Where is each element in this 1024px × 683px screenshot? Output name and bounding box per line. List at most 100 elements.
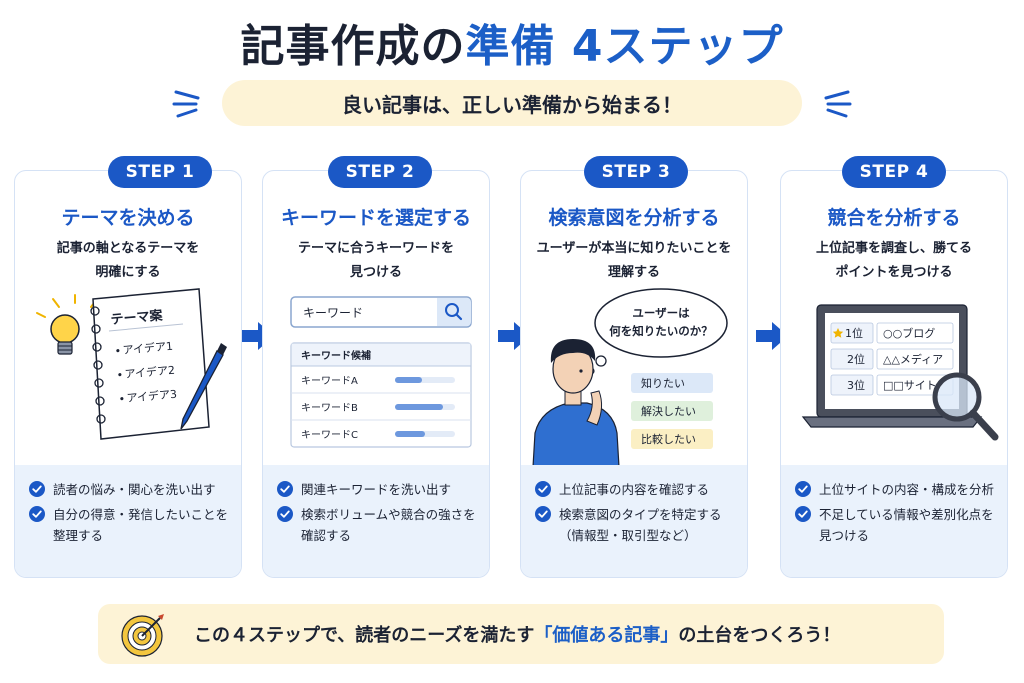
title-accent: 準備 4ステップ (465, 21, 784, 72)
person-thinking-icon (532, 339, 620, 467)
bubble-line: 何を知りたいのか？ (609, 324, 713, 338)
step-3-title: 検索意図を分析する (548, 207, 720, 229)
star-icon (832, 328, 844, 338)
intent-tag: 比較したい (641, 432, 696, 446)
rank-label: 2位 (847, 352, 865, 366)
check-item: 自分の得意・発信したいことを整理する (29, 504, 229, 546)
step-4-title: 競合を分析する (827, 207, 961, 229)
check-text: 上位記事の内容を確認する (559, 482, 710, 497)
check-text-line: 確認する (301, 528, 352, 543)
subtitle-banner: 良い記事は、正しい準備から始まる！ (222, 80, 802, 126)
bubble-line: ユーザーは (632, 306, 690, 320)
magnifier-icon (932, 372, 999, 441)
check-circle-icon (795, 506, 811, 522)
rank-site: □□サイト (883, 379, 937, 392)
step-2-card: キーワードを選定する テーマに合うキーワードを 見つける キーワード キーワード… (262, 170, 490, 578)
check-circle-icon (535, 506, 551, 522)
keyword-row-label: キーワードB (301, 403, 358, 414)
search-icon (445, 303, 463, 321)
step-2-title: キーワードを選定する (280, 207, 471, 229)
check-item: 関連キーワードを洗い出す (277, 479, 477, 500)
check-text: 検索意図のタイプを特定する （情報型・取引型など） (559, 504, 722, 546)
rank-label: 1位 (845, 326, 863, 340)
keyword-table: キーワード候補 キーワードA キーワードB キーワードC (290, 342, 472, 448)
step-1-badge: STEP 1 (108, 156, 212, 188)
step-2-badge: STEP 2 (328, 156, 432, 188)
rank-site: △△メディア (883, 352, 943, 366)
check-item: 不足している情報や差別化点を見つける (795, 504, 995, 546)
notebook-illustration: テーマ案 • アイデア1 • アイデア2 • アイデア3 (36, 288, 227, 440)
svg-text:•: • (116, 368, 124, 382)
table-header: キーワード候補 (301, 349, 371, 362)
check-text-line: 検索ボリュームや競合の強さを (301, 507, 476, 522)
check-item: 上位記事の内容を確認する (535, 479, 735, 500)
svg-text:•: • (114, 344, 122, 358)
check-text-line: 自分の得意・発信したいことを (53, 507, 229, 522)
intent-tags: 知りたい 解決したい 比較したい (631, 373, 713, 449)
step-2-desc-line: 見つける (349, 265, 402, 280)
notebook: テーマ案 • アイデア1 • アイデア2 • アイデア3 (90, 288, 210, 440)
step-3-desc: ユーザーが本当に知りたいことを 理解する (521, 237, 747, 285)
check-item: 検索意図のタイプを特定する （情報型・取引型など） (535, 504, 735, 546)
check-circle-icon (277, 506, 293, 522)
page-title: 記事作成の準備 4ステップ (0, 10, 1024, 74)
intent-tag: 知りたい (641, 376, 685, 390)
check-text-line: （情報型・取引型など） (559, 528, 697, 543)
step-1-checklist: 読者の悩み・関心を洗い出す 自分の得意・発信したいことを整理する (15, 465, 241, 577)
step-4-checklist: 上位サイトの内容・構成を分析 不足している情報や差別化点を見つける (781, 465, 1007, 577)
step-2-desc: テーマに合うキーワードを 見つける (263, 237, 489, 285)
keyword-illustration: キーワード キーワード候補 キーワードA キーワードB キーワードC (290, 296, 472, 448)
competitor-illustration: 1位 2位 3位 ○○ブログ △△メディア □□サイト (801, 304, 999, 441)
check-text-line: 検索意図のタイプを特定する (559, 507, 722, 522)
keyword-row-label: キーワードA (301, 376, 358, 387)
sparkle-left-icon (172, 90, 200, 118)
footer-highlight: 「価値ある記事」 (534, 625, 679, 646)
thought-bubble: ユーザーは 何を知りたいのか？ (587, 288, 728, 375)
check-circle-icon (795, 481, 811, 497)
check-text: 自分の得意・発信したいことを整理する (53, 504, 228, 546)
check-circle-icon (277, 481, 293, 497)
step-4-card: 競合を分析する 上位記事を調査し、勝てる ポイントを見つける 1位 2位 3 (780, 170, 1008, 578)
check-text: 関連キーワードを洗い出す (301, 482, 452, 497)
check-item: 検索ボリュームや競合の強さを確認する (277, 504, 477, 546)
svg-text:•: • (118, 392, 126, 406)
check-circle-icon (29, 481, 45, 497)
step-1-desc-line: 記事の軸となるテーマを (56, 241, 200, 256)
step-3-desc-line: ユーザーが本当に知りたいことを (536, 241, 732, 256)
rank-site: ○○ブログ (883, 326, 935, 340)
check-text: 不足している情報や差別化点を見つける (819, 504, 994, 546)
notebook-title: テーマ案 (110, 307, 164, 328)
footer-text: この４ステップで、読者のニーズを満たす (194, 625, 535, 646)
subtitle-text: 良い記事は、正しい準備から始まる！ (342, 92, 682, 117)
check-item: 上位サイトの内容・構成を分析 (795, 479, 995, 500)
rank-label: 3位 (847, 378, 865, 392)
step-2-desc-line: テーマに合うキーワードを (297, 241, 454, 256)
keyword-volume-bar (395, 404, 443, 410)
check-text: 読者の悩み・関心を洗い出す (53, 482, 216, 497)
step-4-desc-line: 上位記事を調査し、勝てる (815, 241, 972, 256)
step-2-checklist: 関連キーワードを洗い出す 検索ボリュームや競合の強さを確認する (263, 465, 489, 577)
search-placeholder: キーワード (303, 306, 363, 320)
check-circle-icon (29, 506, 45, 522)
step-4-desc-line: ポイントを見つける (835, 265, 953, 280)
ranking-list: 1位 2位 3位 ○○ブログ △△メディア □□サイト (830, 322, 954, 396)
idea-item: アイデア1 (122, 339, 173, 357)
step-1-card: テーマを決める 記事の軸となるテーマを 明確にする (14, 170, 242, 578)
pen-icon (180, 343, 227, 430)
keyword-volume-bar (395, 377, 422, 383)
check-text: 上位サイトの内容・構成を分析 (819, 482, 995, 497)
keyword-row-label: キーワードC (301, 430, 358, 441)
check-item: 読者の悩み・関心を洗い出す (29, 479, 229, 500)
sparkle-right-icon (824, 90, 852, 118)
footer-message: この４ステップで、読者のニーズを満たす「価値ある記事」の土台をつくろう！ (194, 604, 840, 664)
lightbulb-icon (36, 294, 98, 355)
target-icon (121, 614, 164, 657)
step-3-desc-line: 理解する (607, 265, 660, 280)
footer-text: の土台をつくろう！ (678, 625, 841, 646)
search-box: キーワード (290, 296, 472, 328)
check-text: 検索ボリュームや競合の強さを確認する (301, 504, 476, 546)
search-intent-illustration: ユーザーは 何を知りたいのか？ 知りたい 解決したい 比較したい (532, 288, 728, 467)
step-1-desc: 記事の軸となるテーマを 明確にする (15, 237, 241, 285)
footer-banner: この４ステップで、読者のニーズを満たす「価値ある記事」の土台をつくろう！ (98, 604, 944, 664)
check-text-line: 整理する (53, 528, 104, 543)
